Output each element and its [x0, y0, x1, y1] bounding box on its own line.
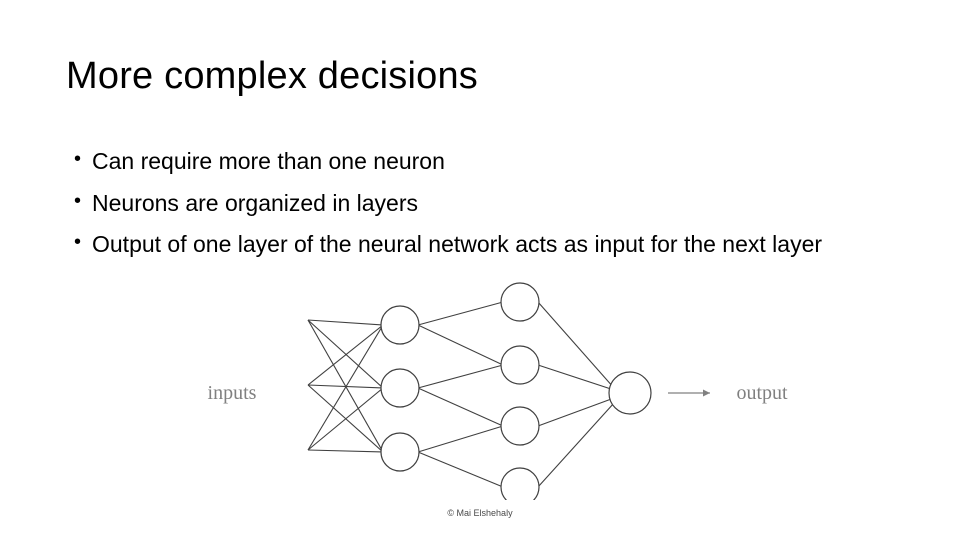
list-item: • Output of one layer of the neural netw…: [66, 225, 896, 265]
bullet-marker: •: [74, 231, 82, 254]
node-hidden1-1: [380, 305, 420, 345]
list-item: • Neurons are organized in layers: [66, 184, 896, 224]
output-label: output: [736, 382, 788, 404]
bullet-marker: •: [74, 148, 82, 170]
node-output-1: [608, 371, 652, 415]
diagram-nodes: [380, 282, 652, 500]
page-title: More complex decisions: [66, 55, 479, 97]
output-arrow: [668, 389, 710, 397]
node-hidden2-2: [500, 345, 540, 385]
list-item-text: Neurons are organized in layers: [92, 189, 419, 216]
bullet-marker: •: [74, 189, 82, 212]
list-item-text: Can require more than one neuron: [92, 148, 445, 174]
node-hidden2-4: [500, 467, 540, 500]
node-hidden2-3: [500, 406, 540, 446]
list-item: • Can require more than one neuron: [66, 142, 896, 182]
inputs-label: inputs: [208, 382, 257, 404]
neural-network-diagram: inputs output: [190, 275, 810, 500]
bullet-list: • Can require more than one neuron • Neu…: [66, 142, 896, 267]
diagram-edges: [307, 301, 615, 488]
node-hidden2-1: [500, 282, 540, 322]
copyright-footer: © Mai Elshehaly: [447, 508, 513, 518]
node-hidden1-3: [380, 432, 420, 472]
node-hidden1-2: [380, 368, 420, 408]
list-item-text: Output of one layer of the neural networ…: [92, 231, 823, 258]
